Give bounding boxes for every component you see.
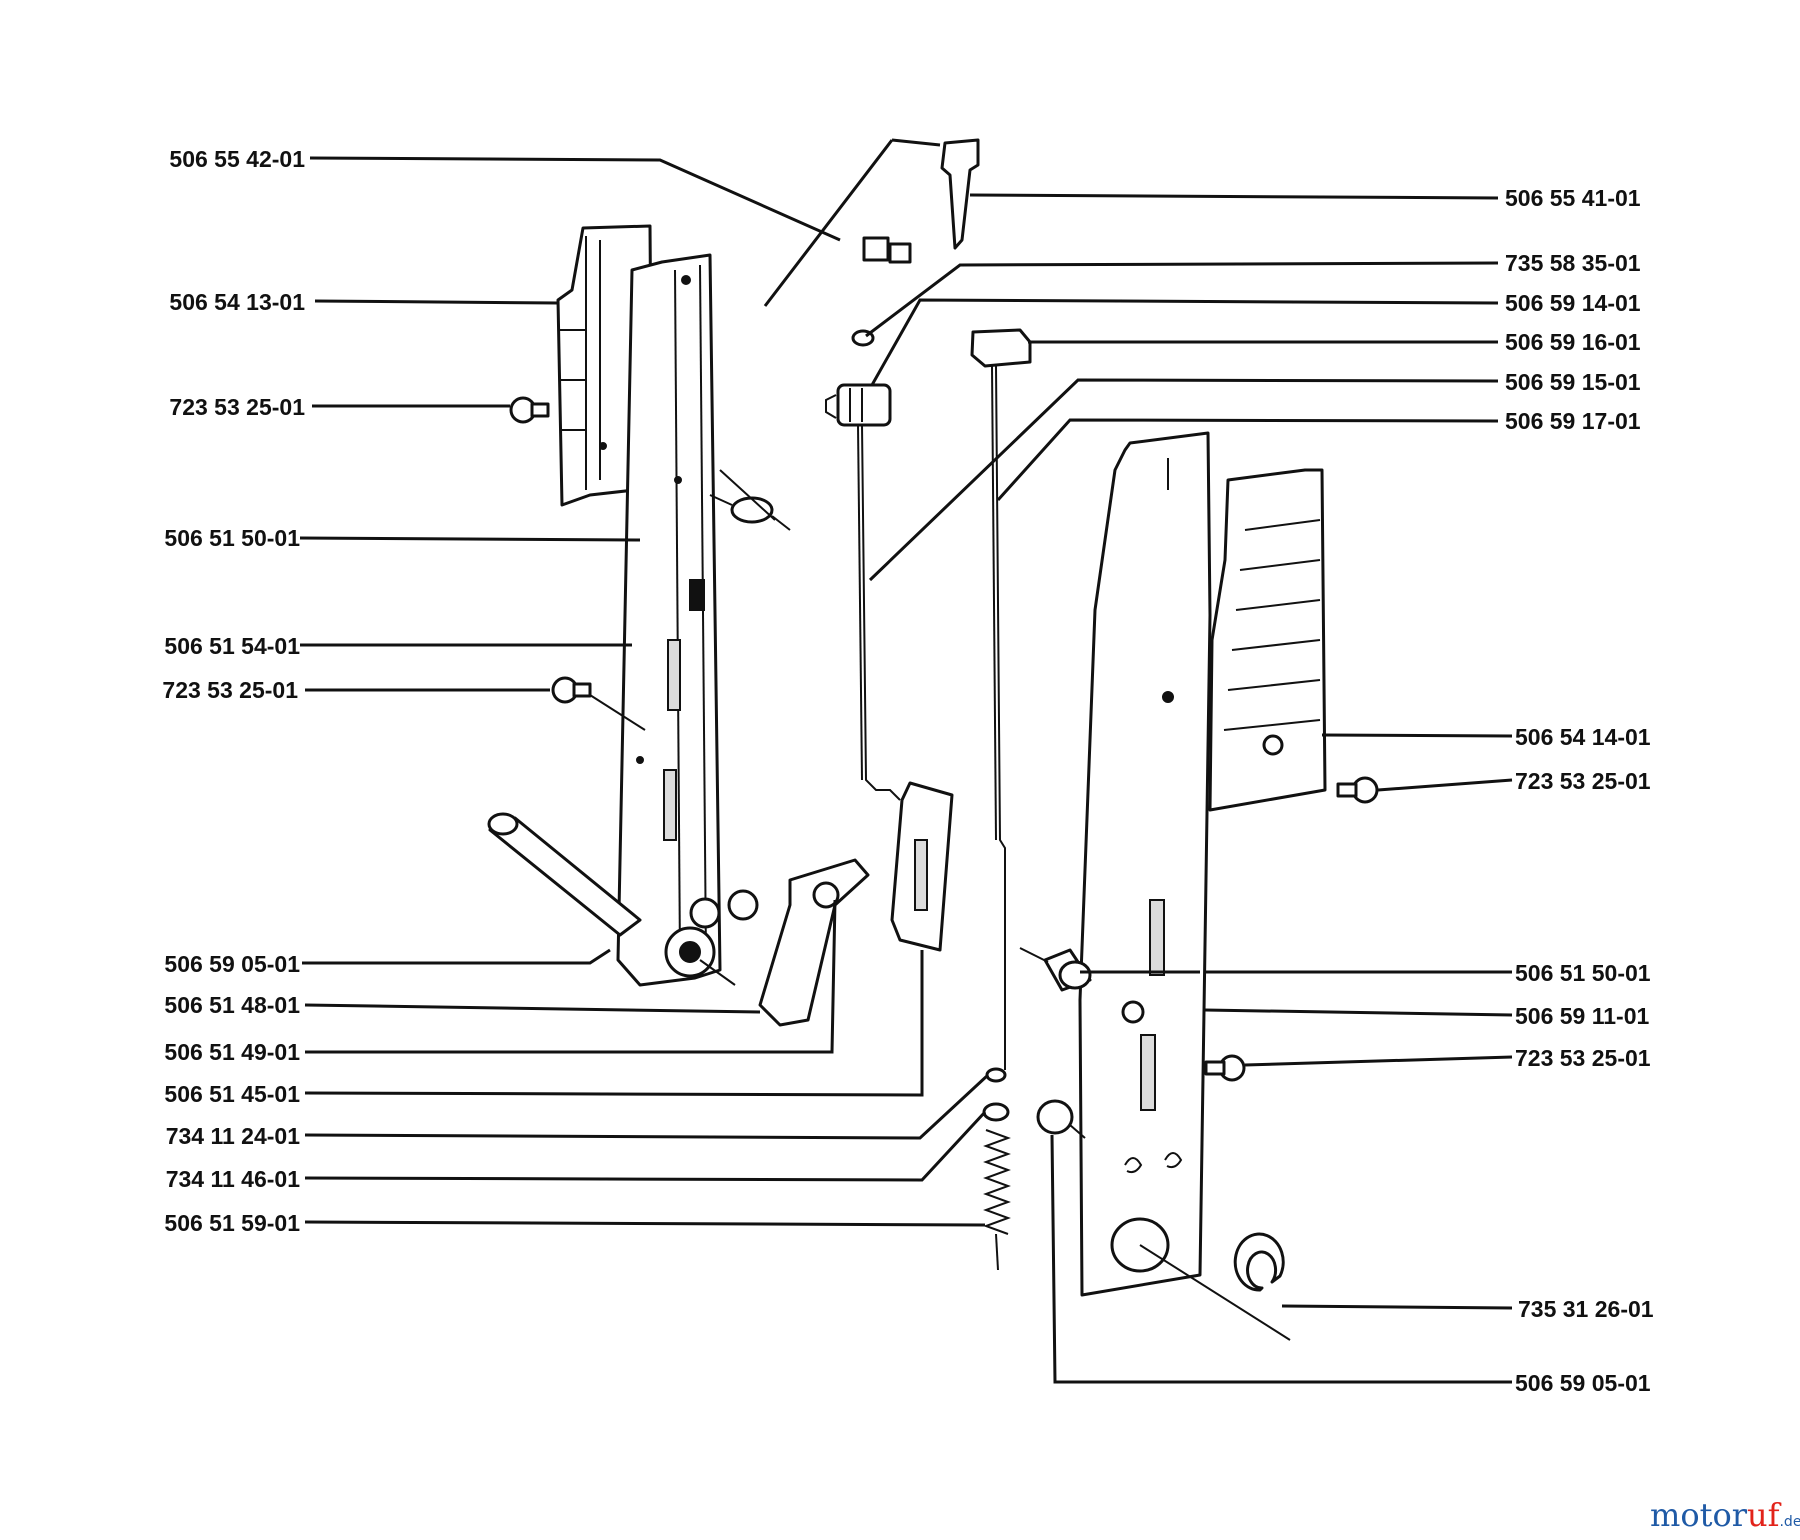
center-assembly <box>825 138 1032 1271</box>
part-label-723-53-25-01-b: 723 53 25-01 <box>162 677 298 703</box>
pin-part <box>940 138 980 250</box>
right-assembly <box>1019 431 1379 1341</box>
watermark-logo: motoruf.de <box>1650 1496 1800 1534</box>
part-label-506-51-48-01: 506 51 48-01 <box>164 992 300 1018</box>
labels-left: 506 55 42-01 506 54 13-01 723 53 25-01 5… <box>162 146 305 1236</box>
cap-part <box>970 328 1032 368</box>
part-label-506-59-05-01-b: 506 59 05-01 <box>1515 1370 1651 1396</box>
svg-text:motoruf.de: motoruf.de <box>1650 1496 1800 1534</box>
washer-734-24-part <box>985 1067 1007 1083</box>
watermark-tld: .de <box>1779 1514 1800 1530</box>
part-label-723-53-25-01-a: 723 53 25-01 <box>169 394 305 420</box>
right-bushing-part <box>1019 947 1092 992</box>
part-label-506-51-49-01: 506 51 49-01 <box>164 1039 300 1065</box>
part-label-506-59-15-01: 506 59 15-01 <box>1505 369 1641 395</box>
part-label-506-59-17-01: 506 59 17-01 <box>1505 408 1641 434</box>
left-axle-part <box>487 812 759 986</box>
part-label-506-51-45-01: 506 51 45-01 <box>164 1081 300 1107</box>
part-label-506-55-42-01: 506 55 42-01 <box>169 146 305 172</box>
lever-part <box>758 858 870 1027</box>
clip-part <box>862 236 912 264</box>
part-label-506-51-50-01-b: 506 51 50-01 <box>1515 960 1651 986</box>
part-label-735-58-35-01: 735 58 35-01 <box>1505 250 1641 276</box>
part-label-506-51-50-01-a: 506 51 50-01 <box>164 525 300 551</box>
part-label-506-51-59-01: 506 51 59-01 <box>164 1210 300 1236</box>
bracket-part <box>890 781 954 952</box>
part-label-506-51-54-01: 506 51 54-01 <box>164 633 300 659</box>
rod-1516-part <box>995 365 1006 1070</box>
part-label-506-59-14-01: 506 59 14-01 <box>1505 290 1641 316</box>
right-knob-part <box>1036 1099 1086 1139</box>
part-label-506-55-41-01: 506 55 41-01 <box>1505 185 1641 211</box>
left-screw-upper <box>509 396 550 424</box>
left-screw-lower <box>551 676 646 731</box>
circlip-part <box>1139 1232 1291 1341</box>
spring-part <box>983 1129 1011 1271</box>
part-label-506-54-14-01: 506 54 14-01 <box>1515 724 1651 750</box>
right-screw-lower <box>1204 1054 1246 1082</box>
part-label-723-53-25-01-c: 723 53 25-01 <box>1515 768 1651 794</box>
right-cover-part <box>1208 468 1327 812</box>
part-label-506-59-11-01: 506 59 11-01 <box>1515 1003 1650 1029</box>
rod-1517-part <box>861 424 901 801</box>
part-label-723-53-25-01-d: 723 53 25-01 <box>1515 1045 1651 1071</box>
part-label-734-11-24-01: 734 11 24-01 <box>166 1123 301 1149</box>
right-screw-upper <box>1336 776 1379 804</box>
left-rail-part <box>599 253 722 987</box>
part-label-506-59-05-01-a: 506 59 05-01 <box>164 951 300 977</box>
labels-right: 506 55 41-01 735 58 35-01 506 59 14-01 5… <box>1505 185 1654 1396</box>
left-bushing-part <box>709 469 791 531</box>
part-label-734-11-46-01: 734 11 46-01 <box>166 1166 301 1192</box>
part-label-506-59-16-01: 506 59 16-01 <box>1505 329 1641 355</box>
leader-lines <box>299 138 1513 1384</box>
right-rail-part <box>1078 431 1212 1297</box>
part-label-506-54-13-01: 506 54 13-01 <box>169 289 305 315</box>
knob-part <box>825 383 892 427</box>
left-assembly <box>487 224 954 1027</box>
watermark-motor: motor <box>1650 1496 1748 1534</box>
watermark-uf: uf <box>1747 1496 1782 1534</box>
washer-734-46-part <box>982 1102 1010 1122</box>
part-label-735-31-26-01: 735 31 26-01 <box>1518 1296 1654 1322</box>
